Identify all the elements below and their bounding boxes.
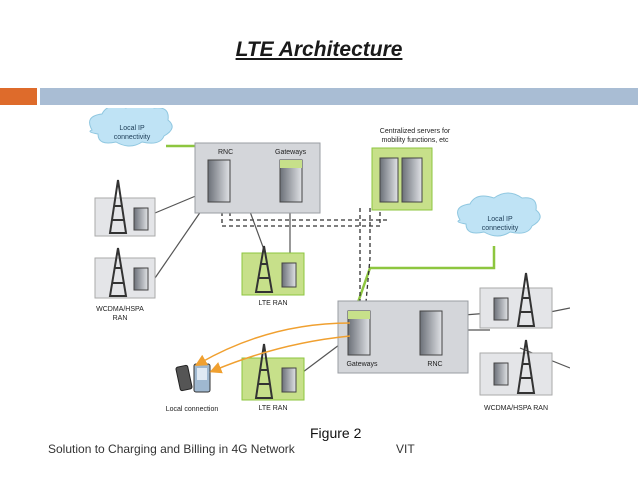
wcdma-right-label: WCDMA/HSPA RAN [484,405,548,412]
top-box-gateways-label: Gateways [275,149,307,156]
cloud-right-line2: connectivity [482,225,519,232]
lte-ran-top-label: LTE RAN [258,300,287,307]
top-core-box: RNC Gateways [194,142,321,214]
wcdma-right: WCDMA/HSPA RAN [479,272,553,412]
cloud-left-line2: connectivity [114,134,151,141]
footer-institution: VIT [396,442,415,456]
lte-ran-bottom-label: LTE RAN [258,405,287,412]
bottom-box-gateways-label: Gateways [346,361,378,368]
wcdma-left: WCDMA/HSPA RAN [94,179,156,322]
cloud-left-line1: Local IP [119,125,145,132]
orange-arrows [194,322,351,374]
title-bar [40,88,638,105]
local-connection-devices: Local connection [166,363,219,413]
bottom-box-rnc-label: RNC [427,361,442,368]
slide-title: LTE Architecture [235,38,403,61]
wcdma-left-line2: RAN [113,315,128,322]
lte-architecture-diagram: Local IP connectivity Local IP connectiv… [89,108,570,413]
figure-caption: Figure 2 [310,425,362,441]
wcdma-left-line1: WCDMA/HSPA [96,306,144,313]
lte-ran-bottom: LTE RAN [241,343,305,412]
central-label-line1: Centralized servers for [380,128,451,135]
footer-title: Solution to Charging and Billing in 4G N… [48,442,295,456]
cloud-right: Local IP connectivity [457,192,541,237]
top-box-rnc-label: RNC [218,149,233,156]
central-label-line2: mobility functions, etc [382,137,449,144]
accent-bar [0,88,37,105]
bottom-core-box: Gateways RNC [337,300,469,374]
cloud-right-line1: Local IP [487,216,513,223]
central-servers: Centralized servers for mobility functio… [371,128,451,211]
cloud-left: Local IP connectivity [89,108,173,147]
lte-ran-top: LTE RAN [241,245,305,307]
local-connection-label: Local connection [166,406,219,413]
